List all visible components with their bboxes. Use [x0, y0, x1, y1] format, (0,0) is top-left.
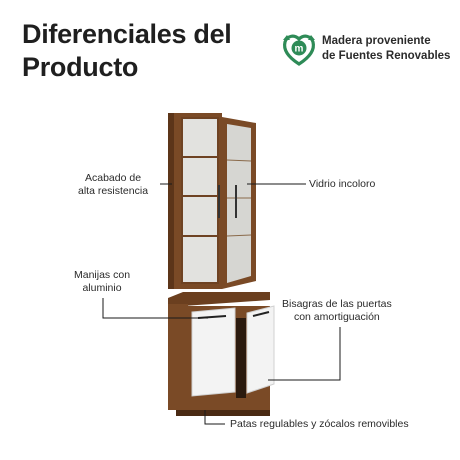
- bisagras-connector: [268, 327, 341, 381]
- recycle-leaf-icon: m: [282, 34, 316, 66]
- badge-line-1: Madera proveniente: [322, 35, 431, 47]
- badge-line-2: de Fuentes Renovables: [322, 50, 451, 62]
- annotation-acabado: Acabado de alta resistencia: [78, 172, 148, 198]
- annotation-bisagras: Bisagras de las puertas con amortiguació…: [282, 298, 392, 324]
- manijas-connector: [102, 298, 208, 319]
- lower-cabinet: [168, 292, 275, 416]
- bisagras-line-1: Bisagras de las puertas: [282, 298, 392, 310]
- vidrio-line-1: Vidrio incoloro: [309, 178, 376, 190]
- patas-line-1: Patas regulables y zócalos removibles: [230, 418, 409, 430]
- renewable-wood-badge: m Madera proveniente de Fuentes Renovabl…: [280, 31, 455, 67]
- annotation-patas: Patas regulables y zócalos removibles: [230, 418, 409, 431]
- upper-cabinet: [168, 113, 256, 289]
- acabado-line-2: alta resistencia: [78, 185, 149, 197]
- manijas-line-2: aluminio: [82, 282, 122, 294]
- bisagras-line-2: con amortiguación: [293, 311, 380, 323]
- title-line-2: Producto: [22, 52, 139, 82]
- annotation-vidrio: Vidrio incoloro: [309, 178, 375, 191]
- badge-text: Madera proveniente de Fuentes Renovables: [322, 34, 450, 64]
- title-line-1: Diferenciales del: [22, 19, 232, 49]
- page-title: Diferenciales del Producto: [22, 18, 232, 84]
- manijas-line-1: Manijas con: [74, 269, 131, 281]
- svg-text:m: m: [295, 44, 304, 55]
- acabado-line-1: Acabado de: [84, 172, 142, 184]
- annotation-manijas: Manijas con aluminio: [74, 269, 130, 295]
- patas-connector: [204, 410, 225, 425]
